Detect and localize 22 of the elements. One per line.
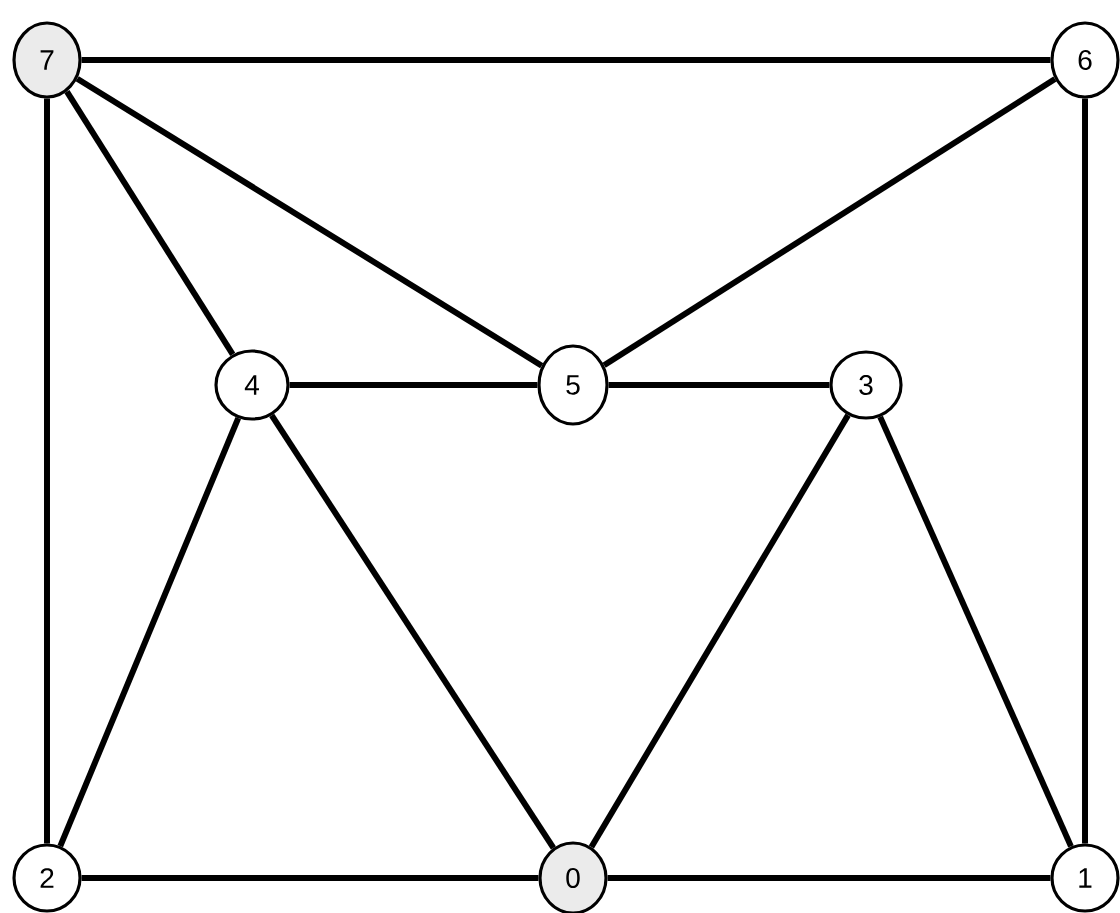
graph-vertex: 7 <box>12 21 82 99</box>
edge-line <box>81 57 1051 63</box>
edge-line <box>602 76 1057 368</box>
graph-vertex: 5 <box>537 344 609 426</box>
edge-line <box>607 875 1051 881</box>
edge-line <box>75 76 544 369</box>
edge-line <box>289 382 538 388</box>
edge-line <box>64 89 236 357</box>
graph-vertex: 1 <box>1050 843 1120 913</box>
graph-vertex: 3 <box>829 350 903 420</box>
edge-line <box>1082 98 1088 844</box>
graph-vertex: 0 <box>538 841 608 913</box>
graph-vertex: 4 <box>214 349 290 421</box>
graph-vertex: 2 <box>12 843 82 913</box>
edge-line <box>81 875 539 881</box>
edge-line <box>57 416 241 848</box>
graph-vertex: 6 <box>1050 21 1120 99</box>
edge-line <box>877 415 1074 848</box>
edge-line <box>608 382 830 388</box>
edge-line <box>269 413 556 850</box>
edge-line <box>588 413 851 849</box>
edge-line <box>44 98 50 844</box>
